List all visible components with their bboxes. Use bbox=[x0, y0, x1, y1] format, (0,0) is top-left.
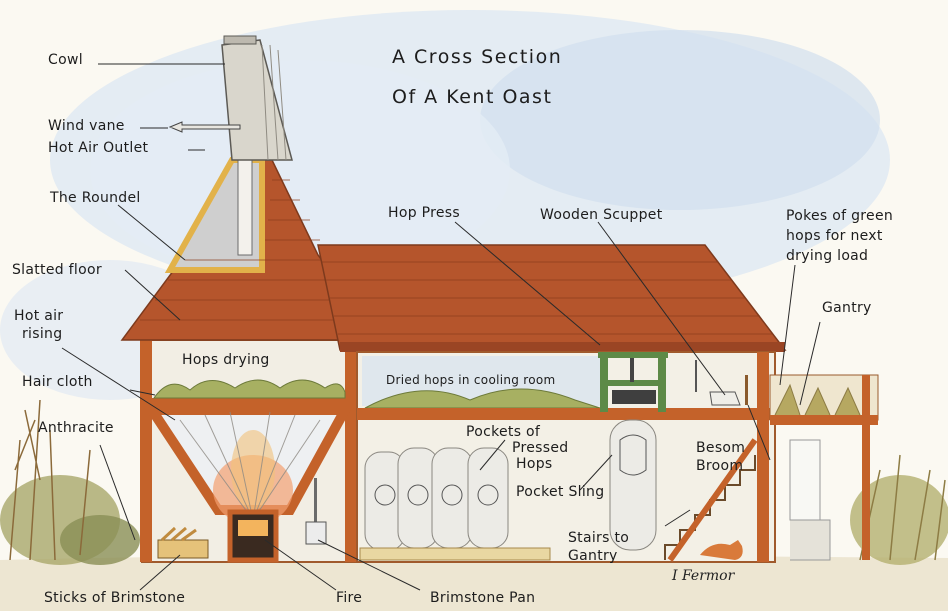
roundel bbox=[140, 339, 361, 563]
label-fire: Fire bbox=[336, 590, 363, 606]
label-hops-drying: Hops drying bbox=[182, 352, 270, 368]
artist-signature: I Fermor bbox=[672, 568, 735, 584]
label-roundel: The Roundel bbox=[50, 190, 141, 206]
leader-lines bbox=[61, 63, 821, 591]
label-besom-1: Besom bbox=[696, 440, 746, 456]
label-pockets-1: Pockets of bbox=[466, 424, 541, 440]
label-wooden-scuppet: Wooden Scuppet bbox=[540, 207, 663, 223]
label-besom-2: Broom bbox=[696, 458, 744, 474]
label-hop-press: Hop Press bbox=[388, 205, 460, 221]
label-dried-hops: Dried hops in cooling room bbox=[386, 373, 556, 387]
diagram-title-line2: Of A Kent Oast bbox=[392, 86, 553, 108]
left-shrubs bbox=[0, 399, 140, 565]
label-pockets-2: Pressed bbox=[512, 440, 569, 456]
label-pockets-3: Hops bbox=[516, 456, 553, 472]
label-hair-cloth: Hair cloth bbox=[22, 374, 93, 390]
cat bbox=[700, 540, 743, 560]
barn-interior bbox=[356, 351, 776, 563]
label-slatted-floor: Slatted floor bbox=[12, 262, 102, 278]
gantry-structure bbox=[757, 352, 879, 562]
stairs bbox=[664, 438, 758, 562]
barn-roof bbox=[317, 244, 787, 352]
label-pokes-1: Pokes of green bbox=[786, 208, 894, 224]
label-hot-air-rising-2: rising bbox=[22, 326, 63, 342]
label-hot-air-outlet: Hot Air Outlet bbox=[48, 140, 149, 156]
label-pocket-sling: Pocket Sling bbox=[516, 484, 605, 500]
cowl bbox=[168, 35, 293, 161]
label-wind-vane: Wind vane bbox=[48, 118, 125, 134]
label-stairs-2: Gantry bbox=[568, 548, 618, 564]
label-pokes-3: drying load bbox=[786, 248, 869, 264]
ground bbox=[0, 555, 948, 611]
roundel-roof bbox=[120, 84, 382, 341]
diagram-title-line1: A Cross Section bbox=[392, 46, 563, 68]
label-anthracite: Anthracite bbox=[38, 420, 114, 436]
label-sticks-brimstone: Sticks of Brimstone bbox=[44, 590, 186, 606]
label-gantry: Gantry bbox=[822, 300, 872, 316]
label-brimstone-pan: Brimstone Pan bbox=[430, 590, 536, 606]
label-pokes-2: hops for next bbox=[786, 228, 883, 244]
label-stairs-1: Stairs to bbox=[568, 530, 630, 546]
label-hot-air-rising-1: Hot air bbox=[14, 308, 64, 324]
hop-pockets bbox=[364, 447, 509, 551]
label-cowl: Cowl bbox=[48, 52, 83, 68]
